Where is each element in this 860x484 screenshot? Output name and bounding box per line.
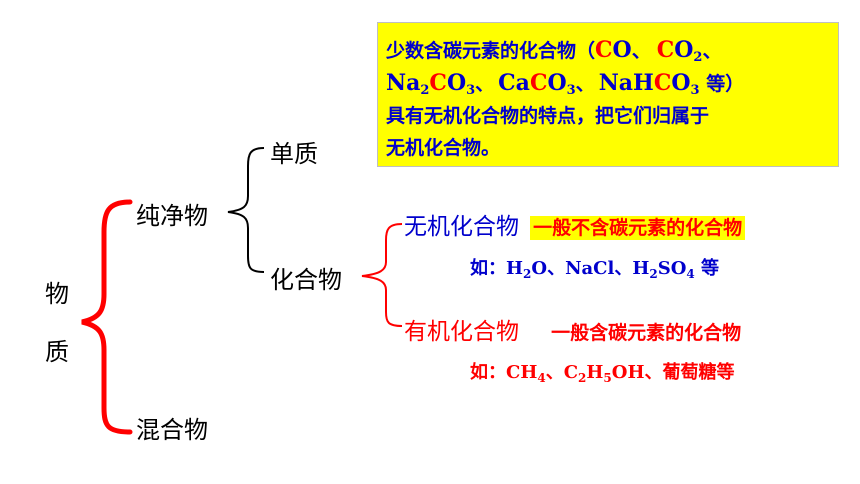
inorganic-label: 无机化合物 <box>404 214 519 240</box>
pure-brace <box>227 147 265 273</box>
note-line-3: 具有无机化合物的特点，把它们归属于 <box>386 105 710 127</box>
note-line-2: Na2CO3、CaCO3、NaHCO3 等） <box>386 70 745 98</box>
organic-label: 有机化合物 <box>404 319 519 345</box>
inorganic-examples: 如：H2O、NaCl、H2SO4 等 <box>470 258 720 281</box>
note-line-4: 无机化合物。 <box>386 137 501 159</box>
organic-definition: 一般含碳元素的化合物 <box>551 322 742 344</box>
inorganic-row: 无机化合物 一般不含碳元素的化合物 <box>404 207 746 241</box>
note-box: 少数含碳元素的化合物（CO、CO2、 Na2CO3、CaCO3、NaHCO3 等… <box>377 22 839 167</box>
compound-label: 化合物 <box>270 266 342 294</box>
organic-examples: 如：CH4、C2H5OH、葡萄糖等 <box>470 362 735 385</box>
element-substance-label: 单质 <box>270 140 318 168</box>
compound-brace <box>361 223 403 327</box>
note-line-1: 少数含碳元素的化合物（CO、CO2、 <box>386 37 722 65</box>
root-char-1: 物 <box>45 280 69 308</box>
inorganic-definition: 一般不含碳元素的化合物 <box>530 216 746 240</box>
root-brace <box>81 199 133 435</box>
organic-row: 有机化合物 一般含碳元素的化合物 <box>404 312 744 346</box>
pure-substance-label: 纯净物 <box>136 202 208 230</box>
root-char-2: 质 <box>45 338 69 366</box>
mixture-label: 混合物 <box>136 416 208 444</box>
